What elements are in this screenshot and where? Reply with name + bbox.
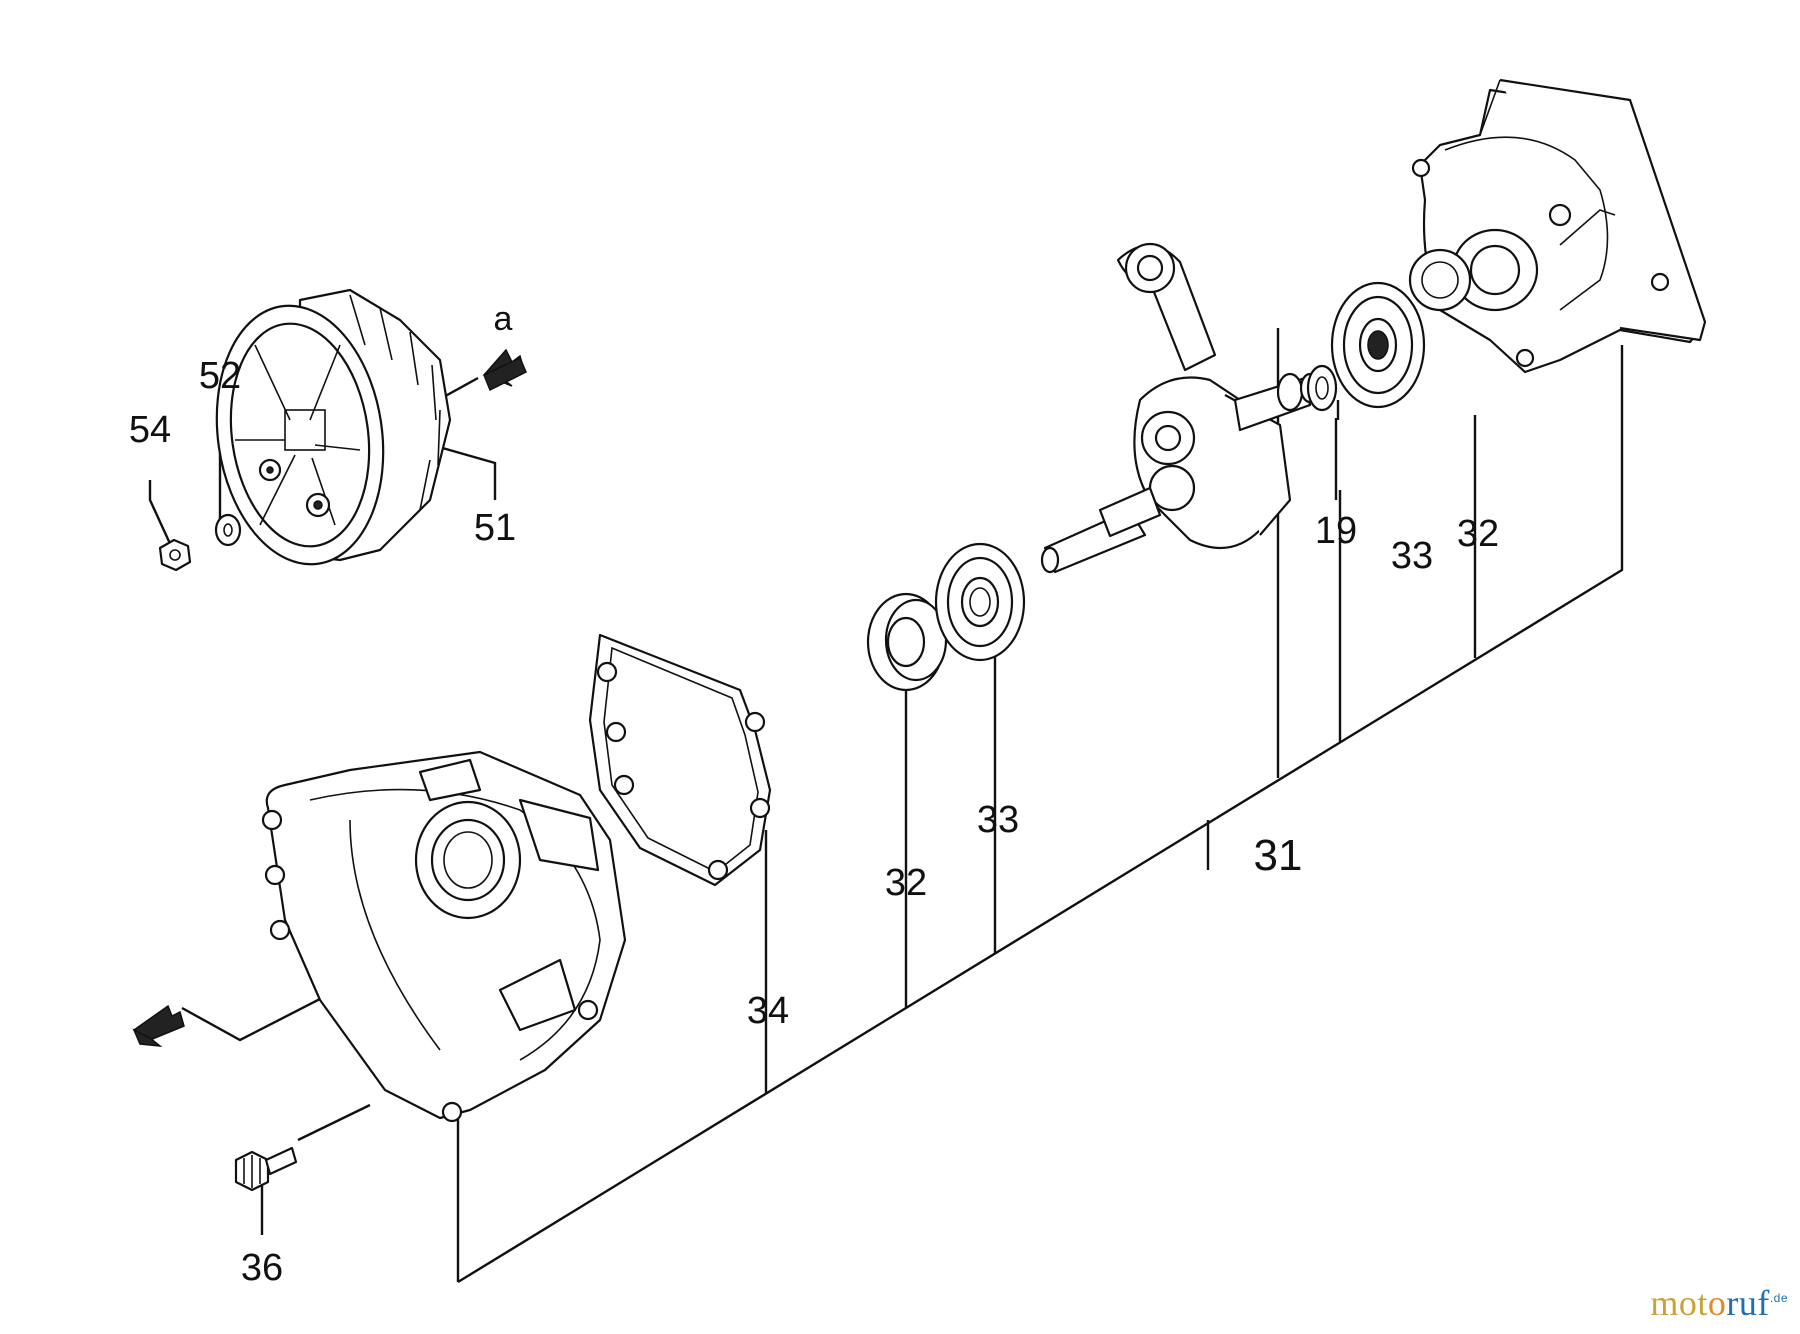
label-part-52: 52	[199, 355, 241, 397]
direction-arrow-left	[132, 1004, 185, 1047]
washer-19	[1306, 364, 1338, 412]
label-part-32-lower: 32	[885, 862, 927, 904]
nut-54	[158, 538, 192, 572]
part-labels: 54 52 51 a 19 33 32 32 33 31 34 36	[129, 300, 1499, 1289]
bearing-33-upper	[1330, 281, 1426, 409]
screw-36	[234, 1146, 298, 1192]
flywheel-51	[215, 288, 452, 566]
label-part-19: 19	[1315, 510, 1357, 552]
label-arrow-a: a	[494, 300, 513, 338]
gasket-34	[588, 633, 772, 887]
label-part-51: 51	[474, 507, 516, 549]
crankcase-left	[261, 750, 627, 1123]
label-part-54: 54	[129, 409, 171, 451]
oil-seal-32-lower	[866, 592, 948, 692]
label-part-34: 34	[747, 990, 789, 1032]
crankcase-right-32	[1408, 78, 1707, 374]
bearing-33-lower	[934, 542, 1026, 662]
label-part-32-upper: 32	[1457, 513, 1499, 555]
crankshaft-assembly	[1040, 242, 1321, 574]
washer-52	[214, 513, 242, 547]
watermark-logo: motoruf.de	[1650, 1283, 1788, 1323]
direction-arrow-a	[482, 348, 527, 392]
label-part-36: 36	[241, 1247, 283, 1289]
label-part-33-upper: 33	[1391, 535, 1433, 577]
label-part-33-lower: 33	[977, 799, 1019, 841]
label-part-31: 31	[1254, 831, 1303, 880]
